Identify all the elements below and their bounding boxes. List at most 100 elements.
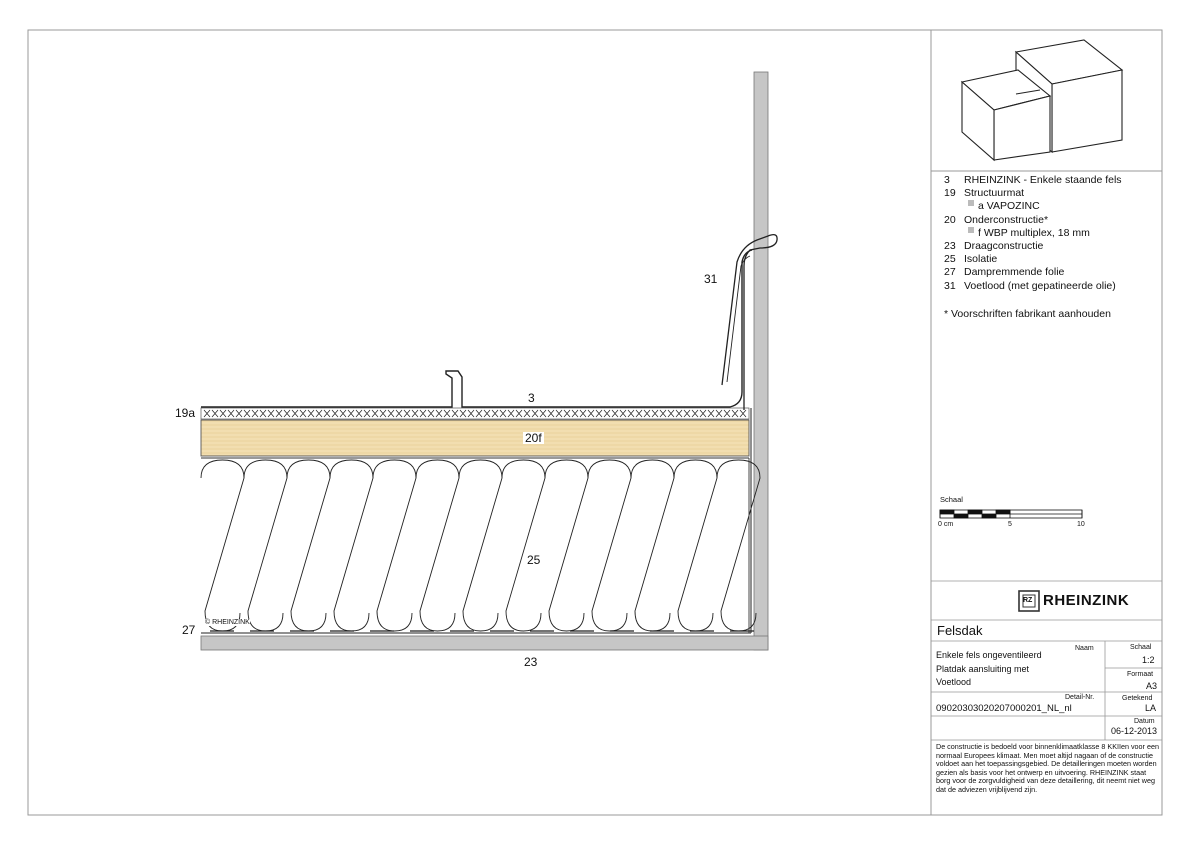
- legend-subitem: f WBP multiplex, 18 mm: [940, 226, 1122, 240]
- callout-25: 25: [525, 553, 543, 567]
- callout-27: 27: [182, 623, 196, 637]
- mat-cross: [347, 409, 355, 418]
- lead-flashing-inner: [726, 255, 751, 383]
- mat-cross: [403, 409, 411, 418]
- multiplex-board: [200, 419, 750, 457]
- isometric-view: [960, 39, 1124, 162]
- detail-number: 09020303020207000201_NL_nl: [936, 703, 1072, 714]
- mat-cross: [211, 409, 219, 418]
- rheinzink-logo-text: RHEINZINK: [1043, 592, 1130, 609]
- mat-cross: [243, 409, 251, 418]
- insulation-wave: [673, 459, 718, 632]
- mat-cross: [555, 409, 563, 418]
- mat-cross: [379, 409, 387, 418]
- mat-cross: [307, 409, 315, 418]
- mat-cross: [483, 409, 491, 418]
- mat-cross: [635, 409, 643, 418]
- mat-cross: [411, 409, 419, 418]
- lead-flashing: [721, 234, 778, 410]
- mat-cross: [531, 409, 539, 418]
- mat-cross: [267, 409, 275, 418]
- material-swatch-icon: [968, 200, 974, 207]
- mat-cross: [491, 409, 499, 418]
- insulation-wave: [415, 459, 460, 632]
- mat-cross: [451, 409, 459, 418]
- mat-cross: [363, 409, 371, 418]
- insulation-layer: [200, 457, 761, 633]
- mat-cross: [739, 409, 747, 418]
- mat-cross: [443, 409, 451, 418]
- mat-cross: [643, 409, 651, 418]
- insulation-wave: [716, 459, 761, 632]
- mat-cross: [667, 409, 675, 418]
- scale-title: Schaal: [940, 495, 963, 504]
- mat-cross: [499, 409, 507, 418]
- formaat-value: A3: [1146, 681, 1158, 691]
- scale-tick-10: 10: [1077, 521, 1085, 528]
- mat-cross: [539, 409, 547, 418]
- mat-cross: [459, 409, 467, 418]
- mat-cross: [291, 409, 299, 418]
- getekend-value: LA: [1145, 703, 1157, 713]
- insulation-wave: [286, 459, 331, 632]
- mat-cross: [731, 409, 739, 418]
- schaal-label: Schaal: [1130, 644, 1152, 651]
- callout-19a: 19a: [175, 406, 196, 420]
- detail-label: Detail-Nr.: [1065, 694, 1095, 701]
- mat-cross: [395, 409, 403, 418]
- mat-cross: [387, 409, 395, 418]
- mat-cross: [595, 409, 603, 418]
- mat-cross: [691, 409, 699, 418]
- legend-subitem: a VAPOZINC: [940, 200, 1122, 213]
- mat-cross: [699, 409, 707, 418]
- mat-cross: [523, 409, 531, 418]
- rheinzink-logo-mark: [1018, 590, 1040, 612]
- naam-line-2: Platdak aansluiting met: [936, 664, 1030, 674]
- mat-cross: [339, 409, 347, 418]
- mat-cross: [331, 409, 339, 418]
- mat-cross: [507, 409, 515, 418]
- insulation-wave: [458, 459, 503, 632]
- formaat-label: Formaat: [1127, 671, 1154, 678]
- insulation-wave: [243, 459, 288, 632]
- insulation-wave: [501, 459, 546, 632]
- mat-cross: [475, 409, 483, 418]
- datum-label: Datum: [1134, 718, 1155, 725]
- mat-cross: [203, 409, 211, 418]
- structure-mat: [200, 407, 750, 420]
- naam-line-3: Voetlood: [936, 677, 972, 687]
- schaal-value: 1:2: [1142, 655, 1155, 665]
- mat-cross: [427, 409, 435, 418]
- mat-cross: [683, 409, 691, 418]
- main-title: Felsdak: [937, 623, 983, 638]
- mat-cross: [547, 409, 555, 418]
- mat-cross: [627, 409, 635, 418]
- mat-cross: [659, 409, 667, 418]
- mat-cross: [467, 409, 475, 418]
- mat-cross: [227, 409, 235, 418]
- getekend-label: Getekend: [1122, 695, 1153, 702]
- mat-cross: [275, 409, 283, 418]
- mat-cross: [259, 409, 267, 418]
- mat-cross: [283, 409, 291, 418]
- scale-tick-0: 0 cm: [938, 521, 954, 528]
- callout-20f: 20f: [523, 431, 544, 445]
- callout-31: 31: [704, 272, 718, 286]
- callout-3: 3: [528, 391, 535, 405]
- mat-cross: [315, 409, 323, 418]
- mat-cross: [219, 409, 227, 418]
- mat-cross: [675, 409, 683, 418]
- mat-cross: [235, 409, 243, 418]
- mat-cross: [579, 409, 587, 418]
- insulation-wave: [587, 459, 632, 632]
- mat-cross: [603, 409, 611, 418]
- vapor-barrier: [201, 408, 754, 634]
- mat-cross: [587, 409, 595, 418]
- zinc-sheet: [201, 249, 753, 408]
- mat-cross: [571, 409, 579, 418]
